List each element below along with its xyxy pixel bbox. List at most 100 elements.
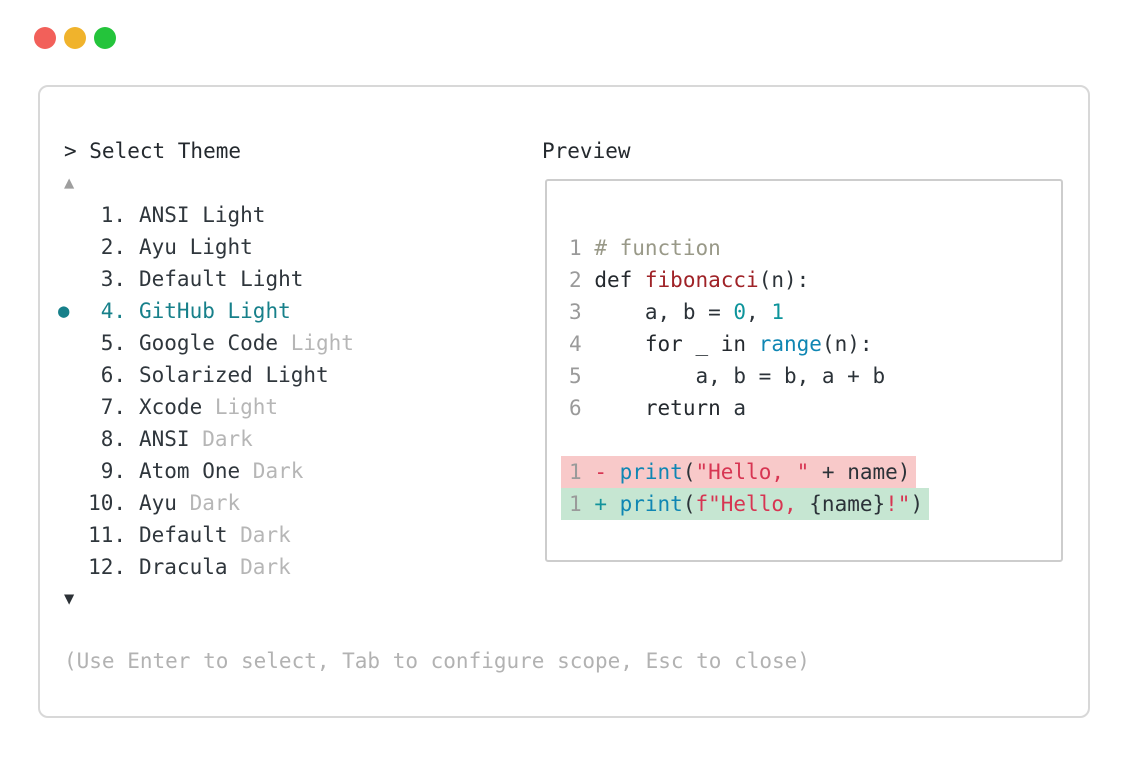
- code-line-content: 6 return a: [561, 396, 746, 420]
- theme-number: 9.: [100, 459, 126, 483]
- theme-variant: Light: [227, 299, 291, 323]
- theme-variant: Light: [202, 203, 266, 227]
- token-plain: ): [910, 492, 924, 516]
- theme-number: 11.: [88, 523, 126, 547]
- diff-line-removed: 1 - print("Hello, " + name): [561, 456, 1061, 488]
- theme-number: 1.: [100, 203, 126, 227]
- theme-number: 4.: [100, 299, 126, 323]
- code-line-content: 4 for _ in range(n):: [561, 332, 873, 356]
- token-plain: a, b =: [594, 300, 734, 324]
- code-line: 5 a, b = b, a + b: [561, 360, 1061, 392]
- token-plain: _: [682, 332, 721, 356]
- theme-number: 5.: [100, 331, 126, 355]
- token-string: "Hello, ": [695, 460, 810, 484]
- token-plain: (n):: [821, 332, 873, 356]
- token-string: f"Hello,: [695, 492, 810, 516]
- diff-highlight-added: 1 + print(f"Hello, {name}!"): [561, 488, 930, 520]
- theme-label: Ayu Light: [139, 235, 253, 259]
- token-builtin: print: [619, 460, 683, 484]
- code-line-content: 1 # function: [561, 236, 721, 260]
- theme-label: Default Dark: [139, 523, 291, 547]
- token-plain: (n):: [758, 268, 810, 292]
- token-plain: (: [682, 492, 696, 516]
- token-keyword: return: [644, 396, 721, 420]
- line-number: 3: [569, 300, 582, 324]
- code-line-content: 3 a, b = 0, 1: [561, 300, 784, 324]
- diff-sign-added: +: [594, 492, 620, 516]
- line-number: 1: [569, 492, 582, 516]
- theme-variant: Light: [265, 363, 329, 387]
- theme-item-ansi-light[interactable]: 1. ANSI Light: [58, 199, 528, 231]
- token-function: fibonacci: [644, 268, 759, 292]
- theme-variant: Dark: [240, 555, 291, 579]
- minimize-button[interactable]: [64, 27, 86, 49]
- code-line-content: 5 a, b = b, a + b: [561, 364, 885, 388]
- theme-number: 7.: [100, 395, 126, 419]
- code-line: 4 for _ in range(n):: [561, 328, 1061, 360]
- line-number: 4: [569, 332, 582, 356]
- diff-highlight-removed: 1 - print("Hello, " + name): [561, 456, 917, 488]
- theme-item-ayu-dark[interactable]: 10. Ayu Dark: [58, 487, 528, 519]
- theme-item-solarized-light[interactable]: 6. Solarized Light: [58, 359, 528, 391]
- theme-label: Ayu Dark: [139, 491, 241, 515]
- token-keyword: in: [720, 332, 747, 356]
- theme-variant: Dark: [240, 523, 291, 547]
- theme-item-github-light[interactable]: ●4.GitHub Light: [58, 295, 528, 327]
- theme-number: 3.: [100, 267, 126, 291]
- code-line: 6 return a: [561, 392, 1061, 424]
- token-number: 1: [771, 300, 784, 324]
- theme-item-dracula-dark[interactable]: 12.Dracula Dark: [58, 551, 528, 583]
- diff-sign-removed: -: [594, 460, 620, 484]
- theme-label: Google Code Light: [139, 331, 354, 355]
- line-number: 1: [569, 236, 582, 260]
- code-line: 1 # function: [561, 232, 1061, 264]
- theme-label: Solarized Light: [139, 363, 329, 387]
- theme-label: ANSI Light: [139, 203, 266, 227]
- token-number: 0: [733, 300, 747, 324]
- token-plain: + name): [809, 460, 911, 484]
- token-plain: a: [720, 396, 747, 420]
- theme-item-google-code-light[interactable]: 5. Google Code Light: [58, 327, 528, 359]
- preview-title: Preview: [542, 139, 631, 163]
- theme-variant: Dark: [189, 491, 241, 515]
- code-preview-pane: 1 # function 2 def fibonacci(n): 3 a, b = …: [545, 179, 1063, 562]
- token-plain: [594, 396, 645, 420]
- theme-item-xcode-light[interactable]: 7. Xcode Light: [58, 391, 528, 423]
- footer-hint: (Use Enter to select, Tab to configure s…: [64, 649, 810, 673]
- close-button[interactable]: [34, 27, 56, 49]
- theme-item-ansi-dark[interactable]: 8. ANSI Dark: [58, 423, 528, 455]
- theme-number: 6.: [100, 363, 126, 387]
- line-number: 1: [569, 460, 582, 484]
- theme-label: GitHub Light: [139, 299, 291, 323]
- theme-variant: Dark: [202, 427, 253, 451]
- token-string: !": [885, 492, 911, 516]
- scroll-down-icon[interactable]: ▼: [64, 589, 75, 609]
- theme-label: ANSI Dark: [139, 427, 253, 451]
- token-comment: # function: [594, 236, 721, 260]
- window-controls: [34, 27, 116, 49]
- code-line: 3 a, b = 0, 1: [561, 296, 1061, 328]
- code-line: 2 def fibonacci(n):: [561, 264, 1061, 296]
- zoom-button[interactable]: [94, 27, 116, 49]
- theme-variant: Dark: [252, 459, 304, 483]
- token-plain: [746, 332, 759, 356]
- theme-label: Xcode Light: [139, 395, 279, 419]
- theme-item-default-light[interactable]: 3.Default Light: [58, 263, 528, 295]
- theme-item-atom-one-dark[interactable]: 9.Atom One Dark: [58, 455, 528, 487]
- blank-line: [561, 424, 1061, 456]
- token-keyword: for: [644, 332, 683, 356]
- line-number: 6: [569, 396, 582, 420]
- theme-number: 10.: [88, 491, 126, 515]
- theme-item-ayu-light[interactable]: 2.Ayu Light: [58, 231, 528, 263]
- theme-number: 8.: [100, 427, 126, 451]
- theme-variant: Light: [189, 235, 253, 259]
- token-plain: a, b = b, a + b: [594, 364, 886, 388]
- theme-item-default-dark[interactable]: 11. Default Dark: [58, 519, 528, 551]
- token-keyword: def: [594, 268, 645, 292]
- token-builtin: range: [758, 332, 822, 356]
- scroll-up-icon[interactable]: ▲: [64, 173, 75, 193]
- diff-line-added: 1 + print(f"Hello, {name}!"): [561, 488, 1061, 520]
